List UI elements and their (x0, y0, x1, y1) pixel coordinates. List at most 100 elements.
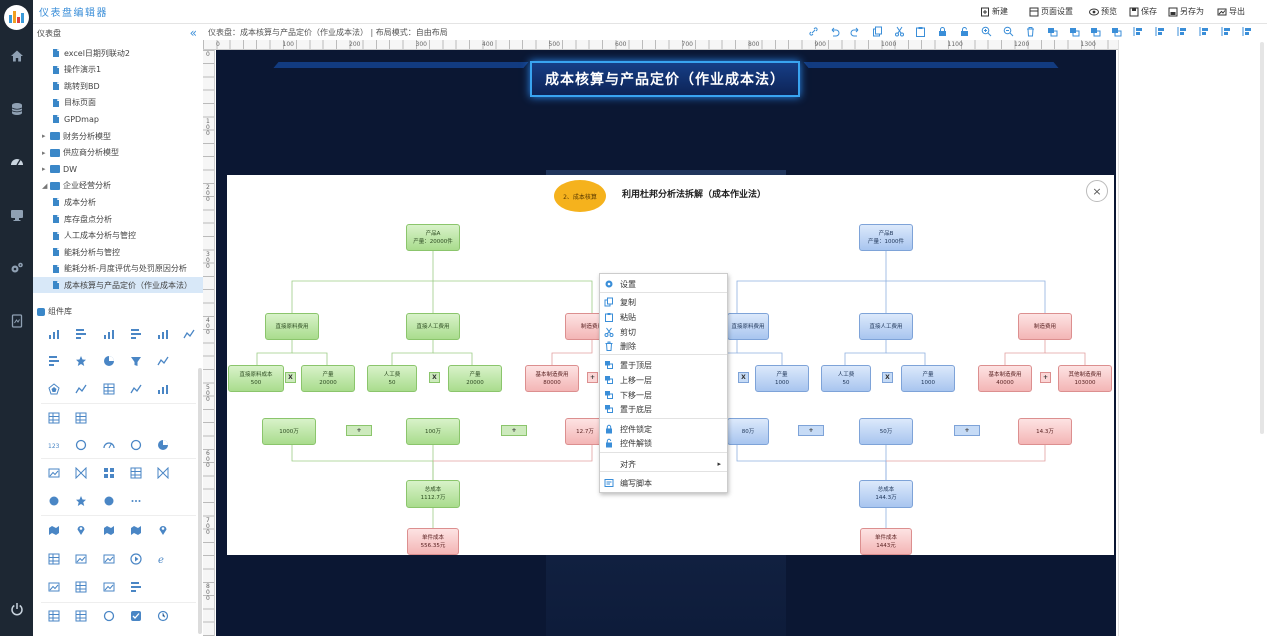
play-widget-icon[interactable] (130, 553, 142, 565)
tree-item-dashboard[interactable]: 成本核算与产品定价（作业成本法） (33, 277, 203, 294)
unlock-tool-button[interactable] (959, 26, 970, 37)
redo-tool-button[interactable] (850, 26, 861, 37)
map-widget-icon[interactable] (48, 524, 60, 536)
hbar-widget-icon[interactable] (130, 328, 142, 340)
dot-widget-icon[interactable] (48, 495, 60, 507)
pie-widget-icon[interactable] (157, 439, 169, 451)
grid-widget-icon[interactable] (103, 467, 115, 479)
img-widget-icon[interactable] (103, 581, 115, 593)
gears-icon[interactable] (0, 256, 33, 280)
overhead-total-node[interactable]: 12.7万 (565, 418, 605, 445)
tree-item-dashboard[interactable]: 库存盘点分析 (33, 211, 203, 227)
dots-widget-icon[interactable] (130, 495, 142, 507)
line-widget-icon[interactable] (75, 383, 87, 395)
table-widget-icon[interactable] (48, 610, 60, 622)
img-widget-icon[interactable] (75, 553, 87, 565)
dot-widget-icon[interactable] (103, 495, 115, 507)
context-menu-item[interactable]: 上移一层 (600, 373, 727, 387)
overhead-node[interactable]: 制造费用 (1018, 313, 1072, 340)
direct-labor-node[interactable]: 直接人工费用 (859, 313, 913, 340)
tree-item-folder[interactable]: ▸财务分析模型 (33, 128, 203, 144)
preview-button[interactable]: 预览 (1089, 6, 1117, 17)
material-total-node[interactable]: 1000万 (262, 418, 316, 445)
bow-widget-icon[interactable] (75, 466, 87, 480)
table-widget-icon[interactable] (48, 553, 60, 565)
paste-tool-button[interactable] (915, 26, 926, 37)
collapse-panel-button[interactable]: « (189, 26, 197, 40)
star-widget-icon[interactable] (75, 355, 87, 367)
export-button[interactable]: 导出 (1217, 6, 1245, 17)
direct-material-node[interactable]: 直接原料费用 (265, 313, 319, 340)
properties-scrollbar[interactable] (1260, 42, 1264, 434)
expand-arrow-icon[interactable]: ▸ (42, 132, 46, 140)
line-widget-icon[interactable] (157, 355, 169, 367)
table-widget-icon[interactable] (75, 581, 87, 593)
tree-item-folder[interactable]: ▸DW (33, 161, 203, 177)
labor-total-node[interactable]: 50万 (859, 418, 913, 445)
context-menu-item[interactable]: 删除 (600, 339, 727, 353)
undo-tool-button[interactable] (829, 26, 840, 37)
pin-widget-icon[interactable] (157, 524, 169, 536)
expand-arrow-icon[interactable]: ◢ (42, 181, 48, 190)
table-widget-icon[interactable] (48, 412, 60, 424)
map-widget-icon[interactable] (130, 524, 142, 536)
monitor-icon[interactable] (0, 203, 33, 227)
pie-widget-icon[interactable] (103, 355, 115, 367)
pin-widget-icon[interactable] (75, 524, 87, 536)
bring-to-front-tool-button[interactable] (1047, 26, 1058, 37)
tree-item-dashboard[interactable]: GPDmap (33, 111, 203, 127)
cut-tool-button[interactable] (894, 26, 905, 37)
database-icon[interactable] (0, 97, 33, 121)
circle-widget-icon[interactable] (103, 610, 115, 622)
line-widget-icon[interactable] (130, 383, 142, 395)
save-button[interactable]: 保存 (1129, 6, 1157, 17)
circle-widget-icon[interactable] (130, 439, 142, 451)
send-backward-tool-button[interactable] (1090, 26, 1101, 37)
gauge-widget-icon[interactable] (103, 439, 115, 451)
tree-item-dashboard[interactable]: 跳转到BD (33, 78, 203, 94)
table-widget-icon[interactable] (130, 467, 142, 479)
component-panel-scrollbar[interactable] (198, 368, 202, 634)
dashboard-icon[interactable] (0, 150, 33, 174)
material-total-node[interactable]: 80万 (727, 418, 769, 445)
context-menu-item[interactable]: 编写脚本 (600, 476, 727, 490)
expand-arrow-icon[interactable]: ▸ (42, 165, 46, 174)
radar-widget-icon[interactable] (48, 383, 60, 395)
table-widget-icon[interactable] (75, 610, 87, 622)
context-menu-item[interactable]: 剪切 (600, 325, 727, 339)
context-menu-item[interactable]: 置于底层 (600, 402, 727, 416)
save-as-button[interactable]: 另存为 (1168, 6, 1204, 17)
align-center-tool-button[interactable] (1221, 26, 1232, 37)
map-widget-icon[interactable] (103, 524, 115, 536)
hbar-widget-icon[interactable] (75, 328, 87, 340)
close-button[interactable]: × (1086, 180, 1108, 202)
tree-item-dashboard[interactable]: 成本分析 (33, 194, 203, 210)
context-menu-item[interactable]: 对齐▸ (600, 457, 727, 471)
tree-item-dashboard[interactable]: excel日期列联动2 (33, 45, 203, 61)
line-widget-icon[interactable] (183, 328, 195, 340)
num-widget-icon[interactable]: 123 (48, 439, 60, 451)
context-menu-item[interactable]: 粘贴 (600, 310, 727, 324)
context-menu-item[interactable]: 控件锁定 (600, 422, 727, 436)
star-widget-icon[interactable] (75, 495, 87, 507)
direct-labor-node[interactable]: 直接人工费用 (406, 313, 460, 340)
zoom-out-tool-button[interactable] (1003, 26, 1014, 37)
labor-total-node[interactable]: 100万 (406, 418, 460, 445)
context-menu-item[interactable]: 控件解锁 (600, 436, 727, 450)
table-widget-icon[interactable] (75, 412, 87, 424)
bar-widget-icon[interactable] (103, 328, 115, 340)
tree-item-dashboard[interactable]: 人工成本分析与管控 (33, 228, 203, 244)
power-icon[interactable] (0, 597, 33, 621)
link-tool-button[interactable] (808, 26, 819, 37)
bar-widget-icon[interactable] (157, 383, 169, 395)
new-button[interactable]: 新建 (980, 6, 1008, 17)
bar-widget-icon[interactable] (48, 328, 60, 340)
page-settings-button[interactable]: 页面设置 (1029, 6, 1073, 17)
